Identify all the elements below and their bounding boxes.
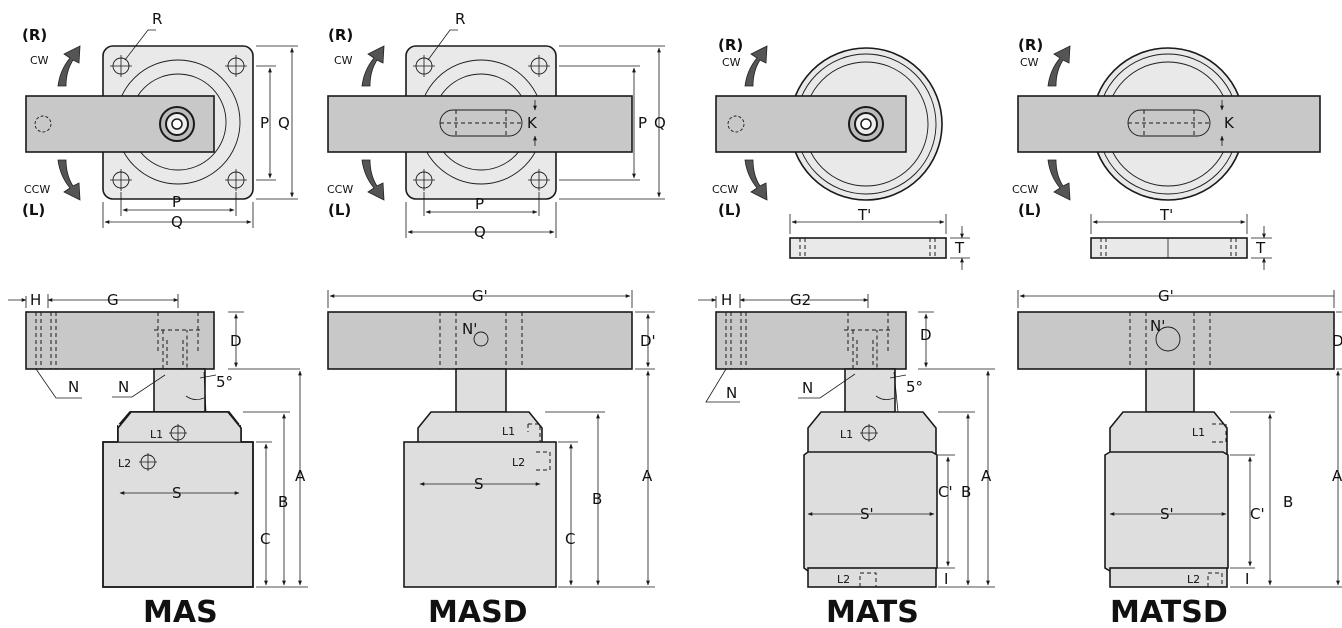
dim-p-vertical: P — [260, 114, 269, 132]
rotation-l-label: (L) — [328, 201, 351, 219]
dim-q-vertical: Q — [278, 114, 290, 132]
dim-t: T — [954, 239, 965, 257]
mats-top-view: (R) CW CCW (L) T' T — [712, 36, 970, 270]
dim-a: A — [1332, 467, 1342, 485]
dim-k: K — [527, 114, 538, 132]
dim-c-prime: C' — [1250, 505, 1265, 523]
dim-b: B — [592, 490, 602, 508]
rotation-r-label: (R) — [1018, 36, 1043, 54]
masd-top-view: (R) CW CCW (L) R K P Q P Q — [327, 10, 666, 241]
dim-i: I — [1245, 570, 1249, 588]
rotation-r-label: (R) — [328, 26, 353, 44]
ccw-rotation-arrow-icon — [1047, 159, 1071, 201]
dim-h: H — [721, 291, 732, 309]
dim-p-horizontal: P — [172, 193, 181, 211]
port-l1-label: L1 — [1192, 426, 1205, 439]
port-l2-label: L2 — [1187, 573, 1200, 586]
dim-n-top: N — [68, 378, 79, 396]
ccw-label: CCW — [712, 183, 738, 196]
cw-label: CW — [1020, 56, 1039, 69]
dim-a: A — [295, 467, 306, 485]
matsd-side-view: N' L1 L2 S' G' D A B C' I — [1017, 287, 1342, 588]
rotation-l-label: (L) — [22, 201, 45, 219]
ccw-label: CCW — [327, 183, 353, 196]
dim-g2: G2 — [790, 291, 811, 309]
dim-t-prime: T' — [1159, 206, 1173, 224]
dim-n-bottom: N — [802, 379, 813, 397]
port-l2-label: L2 — [837, 573, 850, 586]
cw-label: CW — [722, 56, 741, 69]
model-title-mats: MATS — [826, 595, 919, 628]
angle-label: 5° — [216, 373, 233, 391]
mounting-bolt-icon — [110, 55, 247, 191]
dim-p-horizontal: P — [475, 195, 484, 213]
dim-t-prime: T' — [857, 206, 871, 224]
dim-h: H — [30, 291, 41, 309]
dim-b: B — [1283, 493, 1293, 511]
dim-q-horizontal: Q — [171, 213, 183, 231]
dim-g-prime: G' — [472, 287, 488, 305]
ccw-rotation-arrow-icon — [361, 159, 385, 201]
angle-label: 5° — [906, 378, 923, 396]
port-l2-label: L2 — [512, 456, 525, 469]
model-title-mas: MAS — [143, 595, 218, 628]
dim-n-prime: N' — [1150, 317, 1165, 335]
port-l1-label: L1 — [150, 428, 163, 441]
dim-n-bottom: N — [118, 378, 129, 396]
cw-rotation-arrow-icon — [744, 45, 768, 87]
dim-t: T — [1255, 239, 1266, 257]
cw-rotation-arrow-icon — [1047, 45, 1071, 87]
dim-d-prime: D' — [640, 332, 656, 350]
dim-q-horizontal: Q — [474, 223, 486, 241]
dim-s: S — [172, 484, 182, 502]
rotation-r-label: (R) — [718, 36, 743, 54]
port-l1-label: L1 — [840, 428, 853, 441]
rotation-r-label: (R) — [22, 26, 47, 44]
matsd-top-view: (R) CW CCW (L) K T' T — [1012, 36, 1321, 270]
port-l2-label: L2 — [118, 457, 131, 470]
ccw-rotation-arrow-icon — [57, 159, 81, 201]
cw-rotation-arrow-icon — [57, 45, 81, 87]
dim-b: B — [278, 493, 288, 511]
cw-label: CW — [334, 54, 353, 67]
rotation-l-label: (L) — [1018, 201, 1041, 219]
cw-label: CW — [30, 54, 49, 67]
mats-side-view: L1 L2 S' H G2 D N N 5° A B C' I — [698, 291, 995, 588]
dim-q-vertical: Q — [654, 114, 666, 132]
bolt-r-label: R — [152, 10, 162, 28]
model-title-matsd: MATSD — [1110, 595, 1228, 628]
port-l1-label: L1 — [502, 425, 515, 438]
dim-a: A — [642, 467, 653, 485]
dim-c: C — [260, 530, 270, 548]
dim-b: B — [961, 483, 971, 501]
ccw-label: CCW — [1012, 183, 1038, 196]
dim-a: A — [981, 467, 992, 485]
masd-side-view: N' L1 L2 S G' D' A B C — [327, 287, 656, 588]
dim-s: S — [474, 475, 484, 493]
dim-n-prime: N' — [462, 320, 477, 338]
dim-c-prime: C' — [938, 483, 953, 501]
dim-g-prime: G' — [1158, 287, 1174, 305]
bolt-r-label: R — [455, 10, 465, 28]
dim-p-vertical: P — [638, 114, 647, 132]
mas-top-view: (R) CW CCW (L) R P Q P Q — [22, 10, 298, 231]
model-title-masd: MASD — [428, 595, 528, 628]
dim-s-prime: S' — [1160, 505, 1174, 523]
dim-d: D — [920, 326, 932, 344]
dim-i: I — [944, 570, 948, 588]
mas-side-view: L1 L2 S H G D N N 5° A B C — [8, 291, 308, 588]
dim-k: K — [1224, 114, 1235, 132]
ccw-label: CCW — [24, 183, 50, 196]
dim-c: C — [565, 530, 575, 548]
mounting-bolt-icon — [413, 55, 550, 191]
dim-d: D — [1332, 332, 1342, 350]
cw-rotation-arrow-icon — [361, 45, 385, 87]
dim-s-prime: S' — [860, 505, 874, 523]
dim-d: D — [230, 332, 242, 350]
rotation-l-label: (L) — [718, 201, 741, 219]
dim-g: G — [107, 291, 119, 309]
dim-n-top: N — [726, 384, 737, 402]
ccw-rotation-arrow-icon — [744, 159, 768, 201]
